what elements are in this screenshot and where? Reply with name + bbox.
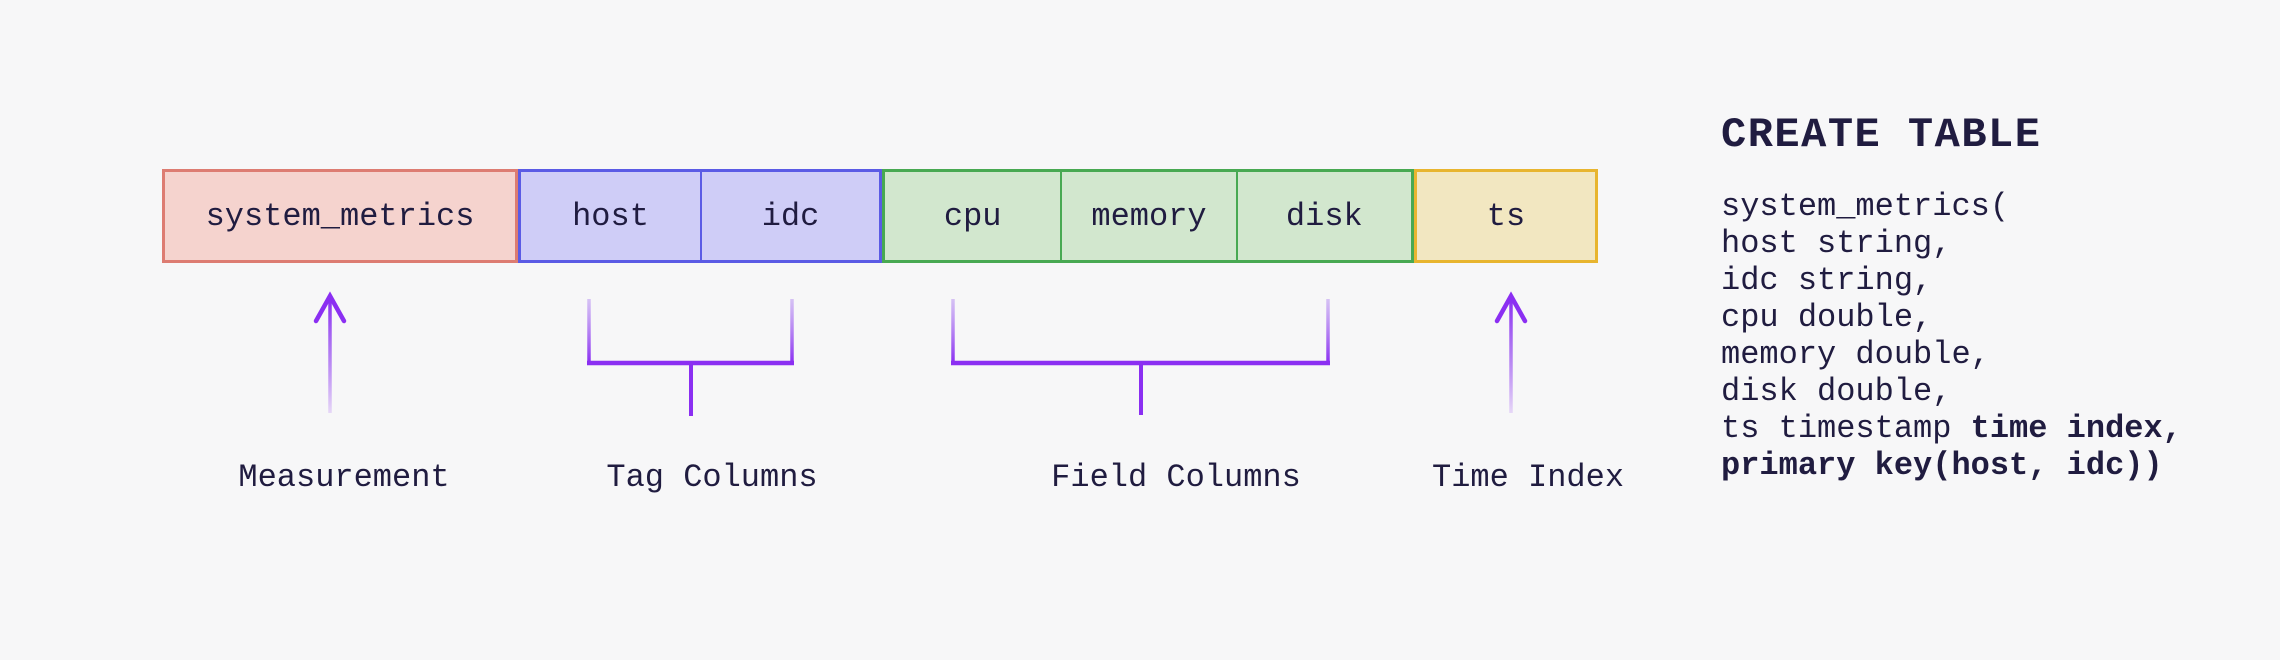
tag-cell-idc: idc bbox=[700, 172, 879, 260]
field-cell-cpu: cpu bbox=[943, 197, 1002, 235]
sql-line: system_metrics( bbox=[1721, 188, 2010, 225]
field-columns-group: cpu memory disk bbox=[882, 169, 1414, 263]
sql-line: primary key(host, idc)) bbox=[1721, 447, 2163, 484]
sql-line: ts timestamp time index, bbox=[1721, 410, 2182, 447]
table-box-row: system_metrics host idc cpu memory disk … bbox=[162, 169, 1598, 263]
field-columns-bracket bbox=[951, 299, 1330, 415]
tag-columns-label: Tag Columns bbox=[606, 459, 818, 496]
field-cell-memory: memory bbox=[1060, 172, 1235, 260]
sql-line: memory double, bbox=[1721, 336, 1990, 373]
table-name-cell: system_metrics bbox=[205, 197, 475, 235]
measurement-label: Measurement bbox=[238, 459, 450, 496]
sql-line: cpu double, bbox=[1721, 299, 1933, 336]
time-index-arrow-icon bbox=[1494, 291, 1528, 413]
sql-line: disk double, bbox=[1721, 373, 1952, 410]
time-index-label: Time Index bbox=[1431, 459, 1625, 496]
tag-cell-host: host bbox=[572, 197, 649, 235]
sql-line: idc string, bbox=[1721, 262, 1933, 299]
sql-title: CREATE TABLE bbox=[1721, 111, 2042, 159]
tag-columns-group: host idc bbox=[518, 169, 882, 263]
time-index-group: ts bbox=[1414, 169, 1598, 263]
field-cell-disk: disk bbox=[1235, 172, 1411, 260]
sql-line: host string, bbox=[1721, 225, 1952, 262]
tag-columns-bracket bbox=[587, 299, 794, 416]
measurement-arrow-icon bbox=[313, 291, 347, 413]
measurement-group: system_metrics bbox=[162, 169, 518, 263]
sql-snippet: CREATE TABLE system_metrics( host string… bbox=[1721, 112, 2182, 484]
time-cell-ts: ts bbox=[1486, 197, 1526, 235]
field-columns-label: Field Columns bbox=[1051, 459, 1301, 496]
